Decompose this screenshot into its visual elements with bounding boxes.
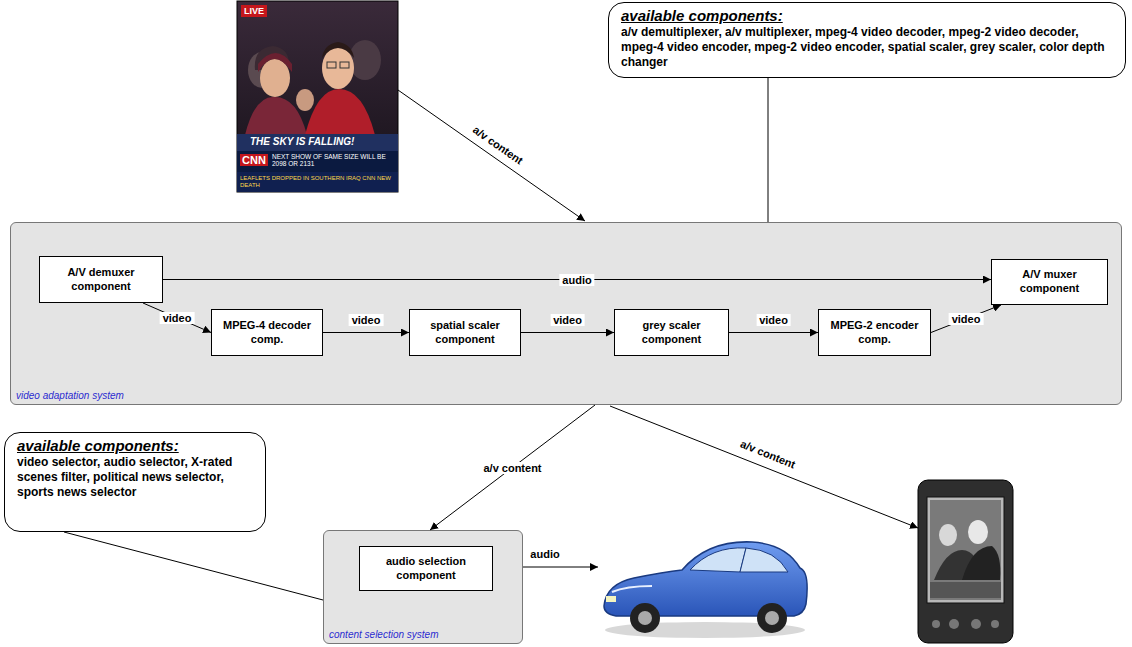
component-label: grey scaler component — [622, 319, 721, 347]
callout-heading: available components: — [17, 437, 253, 455]
edge-label: a/v content — [480, 462, 544, 474]
system-label: video adaptation system — [16, 390, 124, 401]
flow-arrow — [430, 405, 595, 530]
component-label: spatial scaler component — [417, 319, 513, 347]
tv-screenshot — [237, 1, 398, 192]
flow-arrow — [931, 305, 1001, 333]
leader-line — [768, 78, 769, 222]
content-arrow — [610, 406, 918, 528]
flow-label: a/v content — [469, 122, 527, 167]
edge-label: audio — [559, 274, 594, 286]
broadcast-text: CNN — [240, 154, 268, 166]
flow-label: a/v content — [737, 437, 799, 471]
component-label: MPEG-2 encoder comp. — [826, 319, 923, 347]
callout-heading: available components: — [621, 7, 1113, 25]
flow-arrow — [521, 332, 614, 333]
component-box: A/V muxer component — [991, 259, 1108, 305]
system-label: content selection system — [329, 629, 439, 640]
component-label: A/V demuxer component — [47, 266, 155, 294]
component-box: A/V demuxer component — [39, 256, 163, 303]
component-box: audio selection component — [359, 546, 493, 591]
edge-label: video — [756, 314, 791, 326]
component-box: spatial scaler component — [409, 309, 521, 356]
component-box: MPEG-4 decoder comp. — [211, 309, 323, 356]
pda-illustration — [918, 480, 1013, 643]
broadcast-text: LEAFLETS DROPPED IN SOUTHERN IRAQ CNN NE… — [240, 175, 396, 189]
flow-arrow — [143, 303, 211, 333]
broadcast-text: THE SKY IS FALLING! — [250, 136, 354, 147]
component-label: A/V muxer component — [999, 268, 1100, 296]
callout-body: video selector, audio selector, X-rated … — [17, 455, 253, 500]
callout-box: available components:video selector, aud… — [4, 432, 266, 532]
callout-body: a/v demultiplexer, a/v multiplexer, mpeg… — [621, 25, 1113, 70]
system-band: content selection system audio selection … — [323, 530, 523, 644]
component-box: MPEG-2 encoder comp. — [818, 309, 931, 356]
component-label: MPEG-4 decoder comp. — [219, 319, 315, 347]
edge-label: video — [349, 314, 384, 326]
edge-label: video — [550, 314, 585, 326]
car-illustration — [604, 542, 807, 638]
callout-box: available components:a/v demultiplexer, … — [608, 2, 1126, 78]
edge-label: video — [160, 312, 195, 324]
edge-label: video — [949, 313, 984, 325]
broadcast-text: NEXT SHOW OF SAME SIZE WILL BE 2098 OR 2… — [272, 153, 394, 168]
component-box: grey scaler component — [614, 309, 729, 356]
flow-arrow — [729, 332, 818, 333]
component-label: audio selection component — [367, 555, 485, 583]
leader-line — [64, 532, 323, 600]
flow-arrow — [323, 332, 409, 333]
broadcast-text: LIVE — [241, 5, 267, 17]
content-arrow — [398, 90, 585, 221]
flow-label: audio — [530, 548, 559, 560]
